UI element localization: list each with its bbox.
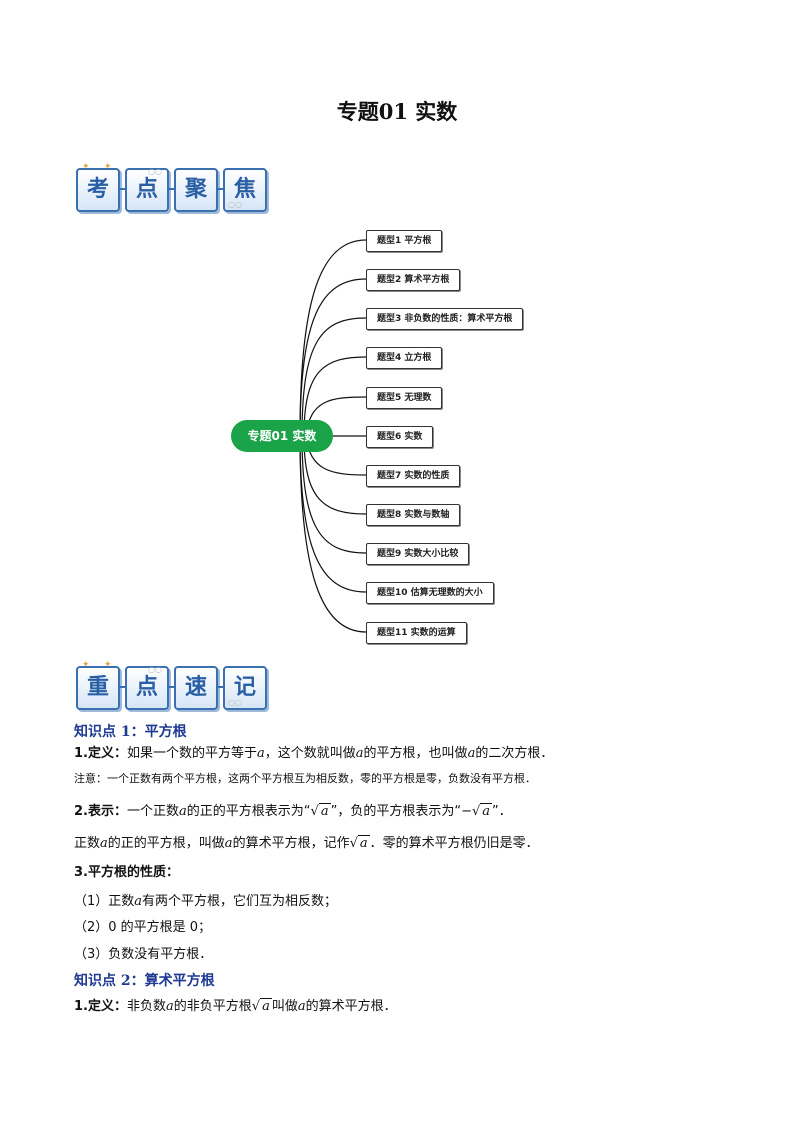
kp1-note: 注意：一个正数有两个平方根，这两个平方根互为相反数，零的平方根是零，负数没有平方… bbox=[74, 772, 536, 785]
banner-char: 点 bbox=[125, 666, 169, 710]
def-label: 1.定义： bbox=[74, 999, 127, 1014]
page-title: 专题01 实数 bbox=[336, 99, 458, 124]
kp1-arith: 正数a的正的平方根，叫做a的算术平方根，记作√a．零的算术平方根仍旧是零． bbox=[74, 832, 539, 851]
def-label: 1.定义： bbox=[74, 746, 127, 761]
banner-char: 点 bbox=[125, 168, 169, 212]
mindmap-topic: 题型11 实数的运算 bbox=[366, 622, 467, 644]
mindmap-topic: 题型5 无理数 bbox=[366, 387, 443, 409]
mindmap-topic: 题型4 立方根 bbox=[366, 347, 443, 369]
banner-char: 考 bbox=[76, 168, 120, 212]
sqrt-a: √a bbox=[349, 835, 370, 851]
star-icon: ✦ bbox=[82, 162, 90, 172]
dots-icon: ○○ bbox=[148, 167, 162, 176]
mindmap-center: 专题01 实数 bbox=[231, 420, 333, 452]
text: 如果一个数的平方等于 bbox=[126, 746, 257, 761]
kp1-prop3: （3）负数没有平方根． bbox=[74, 947, 213, 962]
text: 的正的平方根表示为“ bbox=[186, 804, 311, 819]
var-a: a bbox=[134, 894, 143, 909]
text: 的二次方根． bbox=[475, 746, 554, 761]
sqrt-a: √a bbox=[310, 803, 331, 819]
mindmap-topic: 题型1 平方根 bbox=[366, 230, 443, 252]
text: 的平方根，也叫做 bbox=[363, 746, 468, 761]
kp1-prop2: （2）0 的平方根是 0； bbox=[74, 920, 212, 935]
kp2-heading: 知识点 2：算术平方根 bbox=[74, 973, 215, 989]
banner-connector bbox=[216, 686, 225, 688]
banner-connector bbox=[167, 686, 176, 688]
text: 的算术平方根，记作 bbox=[232, 836, 350, 851]
star-icon: ✦ bbox=[104, 162, 112, 172]
mindmap-topic: 题型3 非负数的性质：算术平方根 bbox=[366, 308, 524, 330]
text: ”，负的平方根表示为“ bbox=[330, 804, 462, 819]
text: 叫做 bbox=[271, 999, 298, 1014]
banner-kaodianjujiao: ✦ ✦ 考 点 聚 焦 ○○ ○○ bbox=[76, 162, 267, 212]
banner-char: 焦 bbox=[223, 168, 267, 212]
var-a: a bbox=[100, 836, 108, 851]
text: 的正的平方根，叫做 bbox=[107, 836, 225, 851]
var-a: a bbox=[179, 804, 187, 819]
text: ．零的算术平方根仍旧是零． bbox=[369, 836, 539, 851]
text: 的算术平方根． bbox=[305, 999, 397, 1014]
dots-icon: ○○ bbox=[228, 698, 242, 707]
star-icon: ✦ bbox=[82, 660, 90, 670]
var-a: a bbox=[297, 999, 306, 1014]
mindmap-topic: 题型7 实数的性质 bbox=[366, 465, 461, 487]
mindmap-topic: 题型8 实数与数轴 bbox=[366, 504, 461, 526]
mindmap-topic: 题型6 实数 bbox=[366, 426, 434, 448]
text: ”． bbox=[492, 804, 512, 819]
banner-connector bbox=[167, 188, 176, 190]
banner-char: 重 bbox=[76, 666, 120, 710]
text: ，这个数就叫做 bbox=[264, 746, 356, 761]
dots-icon: ○○ bbox=[228, 200, 242, 209]
banner-connector bbox=[216, 188, 225, 190]
banner-char: 聚 bbox=[174, 168, 218, 212]
sqrt-a: √a bbox=[471, 803, 493, 819]
mindmap-topic: 题型9 实数大小比较 bbox=[366, 543, 470, 565]
banner-char: 记 bbox=[223, 666, 267, 710]
text: 一个正数 bbox=[126, 804, 179, 819]
var-a: a bbox=[257, 746, 265, 761]
var-a: a bbox=[224, 836, 233, 851]
text: 的非负平方根 bbox=[173, 999, 252, 1014]
banner-connector bbox=[118, 686, 127, 688]
rep-label: 2.表示： bbox=[74, 804, 127, 819]
banner-zhongdiansuji: ✦ ✦ 重 点 速 记 ○○ ○○ bbox=[76, 660, 267, 710]
text: 正数 bbox=[74, 836, 101, 851]
text: （1）正数 bbox=[74, 894, 135, 909]
sqrt-a: √a bbox=[251, 998, 272, 1014]
kp1-definition: 1.定义：如果一个数的平方等于a，这个数就叫做a的平方根，也叫做a的二次方根． bbox=[74, 742, 553, 761]
mindmap-topic: 题型10 估算无理数的大小 bbox=[366, 582, 494, 604]
minus-sign: − bbox=[461, 804, 472, 819]
kp1-prop-label: 3.平方根的性质： bbox=[74, 865, 179, 880]
kp1-heading: 知识点 1：平方根 bbox=[74, 724, 187, 740]
banner-connector bbox=[118, 188, 127, 190]
var-a: a bbox=[166, 999, 174, 1014]
kp1-prop1: （1）正数a有两个平方根，它们互为相反数； bbox=[74, 890, 337, 909]
text: 有两个平方根，它们互为相反数； bbox=[142, 894, 338, 909]
var-a: a bbox=[355, 746, 364, 761]
kp1-representation: 2.表示：一个正数a的正的平方根表示为“√a”，负的平方根表示为“−√a”． bbox=[74, 800, 512, 819]
text: 非负数 bbox=[126, 999, 166, 1014]
dots-icon: ○○ bbox=[148, 665, 162, 674]
mindmap-topic: 题型2 算术平方根 bbox=[366, 269, 461, 291]
banner-char: 速 bbox=[174, 666, 218, 710]
var-a: a bbox=[467, 746, 476, 761]
star-icon: ✦ bbox=[104, 660, 112, 670]
